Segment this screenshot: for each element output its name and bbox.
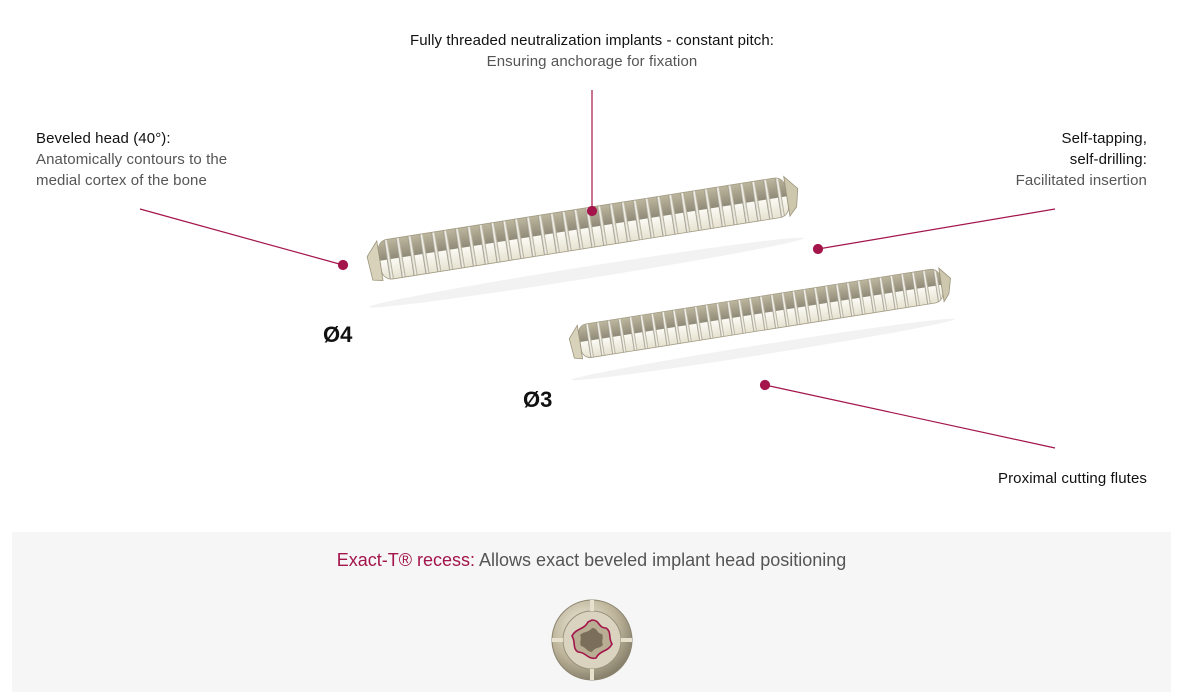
diameter-4-label: Ø4: [323, 322, 353, 347]
screw-illustration: [139, 90, 1056, 449]
leader-dot-right: [812, 243, 824, 255]
exact-t-recess-image: [551, 599, 633, 681]
exact-t-accent-label: Exact-T® recess:: [336, 550, 476, 570]
screw-4mm-image: [366, 175, 804, 308]
leader-dot-top: [586, 205, 598, 217]
callout-title: Beveled head (40°):: [36, 130, 171, 147]
exact-t-caption: Exact-T® recess: Allows exact beveled im…: [12, 550, 1171, 571]
callout-description: Ensuring anchorage for fixation: [486, 53, 698, 70]
exact-t-panel: Exact-T® recess: Allows exact beveled im…: [12, 532, 1171, 692]
callout-description: Facilitated insertion: [1015, 172, 1147, 189]
callout-title-line1: Self-tapping,: [1061, 130, 1147, 147]
callout-title: Fully threaded neutralization implants -…: [409, 32, 775, 49]
callout-cutting-flutes: Proximal cutting flutes: [847, 468, 1147, 489]
leader-dot-left: [337, 259, 349, 271]
callout-description-line1: Anatomically contours to the: [36, 151, 228, 168]
callout-beveled-head: Beveled head (40°): Anatomically contour…: [36, 128, 296, 191]
callout-description-line2: medial cortex of the bone: [36, 172, 207, 189]
callout-title-line2: self-drilling:: [1069, 151, 1147, 168]
leader-dot-bottom: [759, 379, 771, 391]
diameter-3-label: Ø3: [523, 387, 553, 412]
callout-title: Proximal cutting flutes: [997, 470, 1147, 487]
leader-line-right: [817, 208, 1056, 250]
screw-3mm-image: [568, 266, 955, 381]
leader-line-left: [139, 208, 344, 266]
exact-t-description: Allows exact beveled implant head positi…: [475, 550, 847, 570]
leader-line-bottom: [764, 384, 1056, 449]
callout-self-tapping: Self-tapping, self-drilling: Facilitated…: [887, 128, 1147, 191]
callout-constant-pitch: Fully threaded neutralization implants -…: [300, 30, 884, 72]
